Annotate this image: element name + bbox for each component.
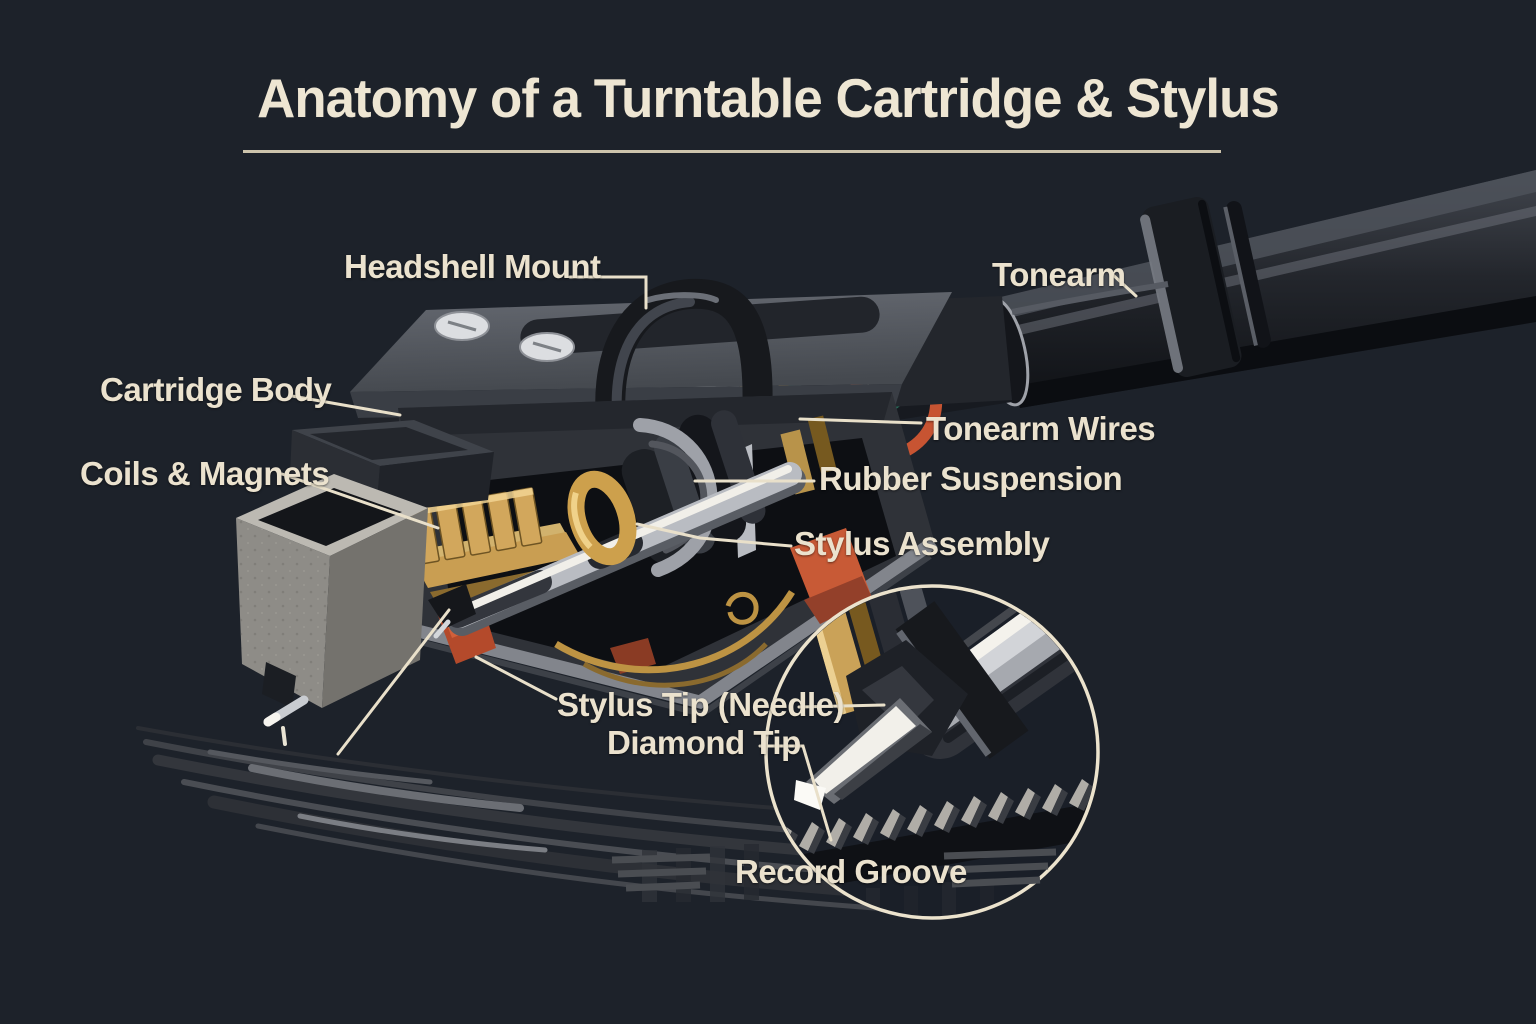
label-diamond-tip: Diamond Tip: [607, 724, 801, 761]
label-tonearm-wires: Tonearm Wires: [926, 410, 1156, 447]
label-rubber-suspension: Rubber Suspension: [819, 460, 1123, 497]
label-headshell-mount: Headshell Mount: [344, 248, 601, 285]
label-cartridge-body: Cartridge Body: [100, 371, 332, 408]
magnified-diamond-tip: [794, 780, 826, 810]
stylus-needle-pin: [263, 695, 309, 746]
label-tonearm: Tonearm: [992, 256, 1126, 293]
groove-lines-right: [943, 848, 1057, 888]
leader-stylus-tip-long: [336, 608, 451, 756]
cutaway-internals: [408, 410, 872, 688]
headshell-screw: [434, 311, 490, 341]
magnifier-ring: [764, 584, 1100, 920]
mount-block: [236, 420, 494, 746]
label-coils-magnets: Coils & Magnets: [80, 455, 330, 492]
leader-coils-magnets: [280, 472, 440, 530]
tonearm-collar: [1140, 197, 1271, 378]
label-record-groove: Record Groove: [735, 853, 967, 890]
record-groove-arcs: [136, 726, 1043, 917]
label-stylus-assembly: Stylus Assembly: [794, 525, 1050, 562]
magnified-stylus: [794, 640, 968, 810]
leader-headshell-mount: [568, 275, 648, 310]
leader-stylus-tip-right: [797, 703, 886, 709]
groove-lines-left: [611, 853, 711, 892]
label-stylus-tip: Stylus Tip (Needle): [557, 686, 844, 723]
suspension-housing-arc: [633, 418, 718, 577]
gold-suspension-ring: [567, 470, 637, 566]
title-underline: [243, 150, 1221, 153]
diagram-title: Anatomy of a Turntable Cartridge & Stylu…: [257, 67, 1280, 129]
leader-tonearm: [1110, 272, 1138, 298]
headshell-screw: [519, 332, 575, 362]
leader-cartridge-body: [290, 394, 402, 417]
coil-wire-arc: [554, 590, 795, 688]
leader-diamond-tip: [758, 744, 833, 842]
leader-tonearm-wires: [798, 417, 923, 425]
stylus-holder-tip: [428, 584, 476, 639]
leader-stylus-tip-left: [474, 655, 558, 701]
leader-stylus-assembly: [635, 522, 793, 548]
